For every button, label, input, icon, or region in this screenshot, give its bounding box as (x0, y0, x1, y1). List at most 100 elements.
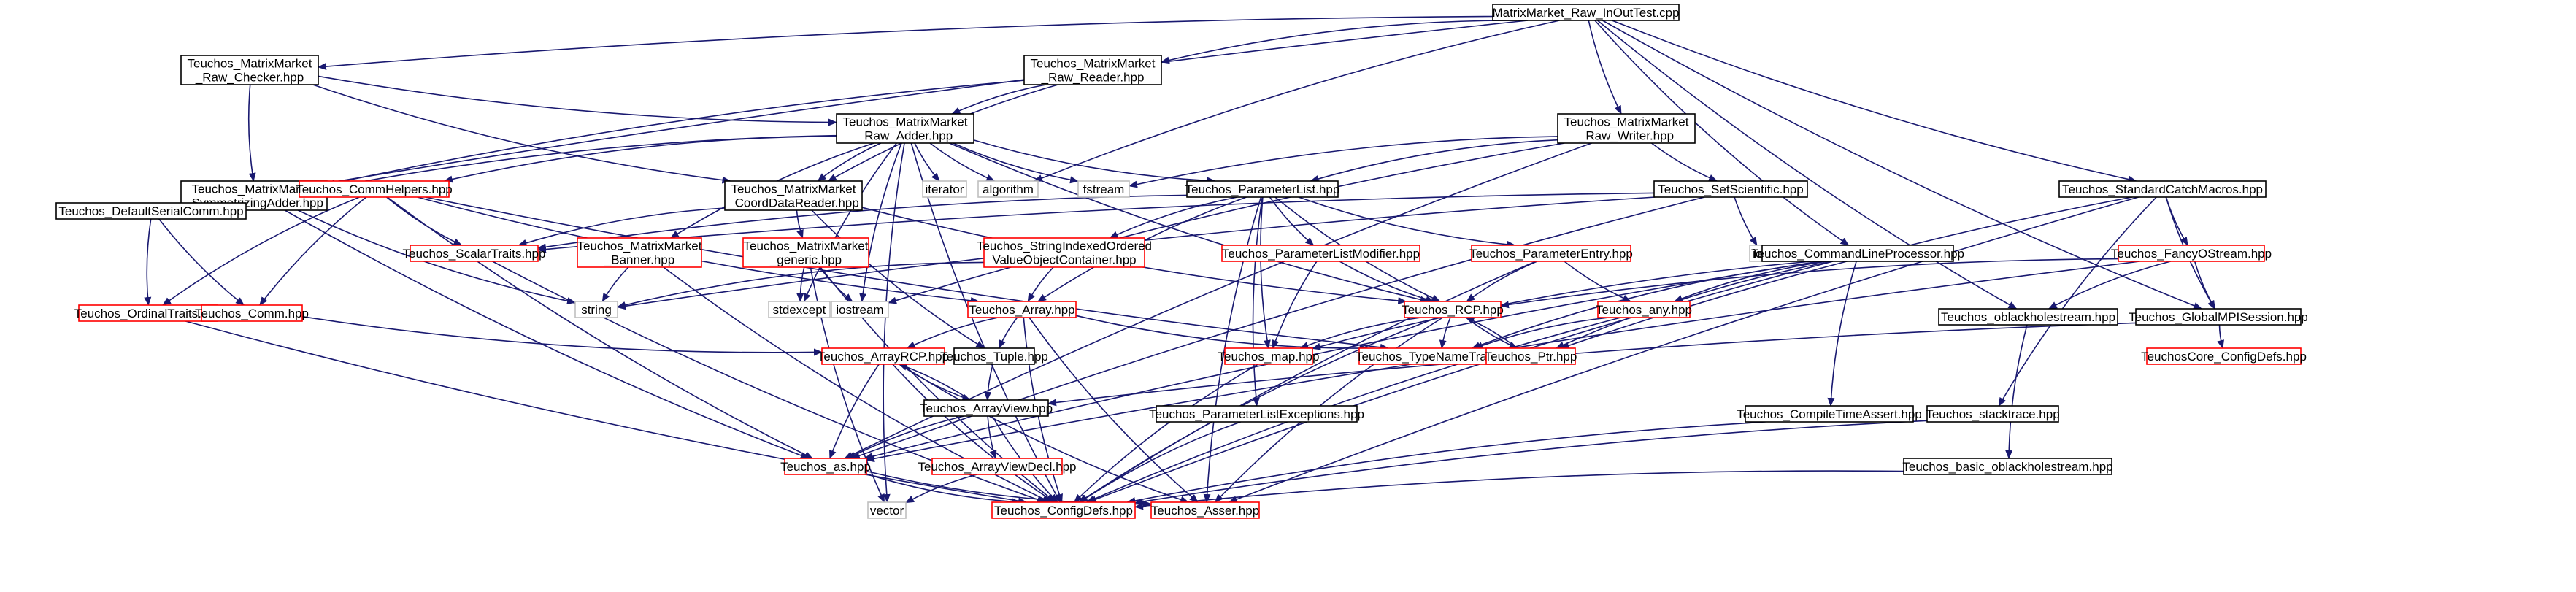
node-fancy[interactable]: Teuchos_FancyOStream.hpp (2111, 245, 2272, 262)
node-label-algorithm: algorithm (983, 182, 1034, 196)
node-plmod[interactable]: Teuchos_ParameterListModifier.hpp (1221, 245, 1420, 262)
node-box-stdexcept (768, 301, 831, 318)
node-label-stack: Teuchos_stacktrace.hpp (1926, 407, 2059, 421)
edge-adder-to-iostream (859, 142, 902, 302)
node-assert[interactable]: Teuchos_Asser.hpp (1150, 501, 1260, 519)
edge-writer-to-setsci (1651, 142, 1718, 182)
node-box-cfg (991, 501, 1136, 519)
node-label-adder: Teuchos_MatrixMarket (842, 115, 967, 129)
edge-banner-to-string (601, 266, 629, 302)
node-coord[interactable]: Teuchos_MatrixMarket_CoordDataReader.hpp (724, 180, 863, 211)
edge-gmpi-to-aview (1047, 322, 2137, 407)
node-map[interactable]: Teuchos_map.hpp (1218, 347, 1320, 365)
node-aview[interactable]: Teuchos_ArrayView.hpp (920, 399, 1053, 417)
edge-checker-to-symm (247, 84, 256, 182)
node-box-aview (923, 399, 1049, 417)
edge-rcp-to-assert (1214, 317, 1443, 503)
edge-catch-to-assert (1228, 196, 2139, 503)
edge-commhelp-to-as (386, 196, 813, 459)
node-label-tuple: Teuchos_Tuple.hpp (940, 350, 1048, 364)
edge-stack-to-cfg (1134, 420, 1928, 506)
node-any[interactable]: Teuchos_any.hpp (1596, 301, 1692, 318)
node-box-iostream (831, 301, 889, 318)
node-rcp[interactable]: Teuchos_RCP.hpp (1402, 301, 1504, 318)
node-bob[interactable]: Teuchos_basic_oblackholestream.hpp (1902, 458, 2113, 475)
node-label-setsci: Teuchos_SetScientific.hpp (1658, 182, 1803, 196)
edge-rcp-to-map (1299, 317, 1421, 349)
node-ptr[interactable]: Teuchos_Ptr.hpp (1485, 347, 1577, 365)
edge-array-to-assert (1029, 317, 1199, 503)
node-box-generic (742, 237, 869, 268)
edge-aview-to-arcp (898, 364, 971, 401)
node-as[interactable]: Teuchos_as.hpp (780, 458, 871, 475)
node-tuple[interactable]: Teuchos_Tuple.hpp (940, 347, 1048, 365)
edge-setsci-to-ios (1734, 196, 1758, 246)
node-comm[interactable]: Teuchos_Comm.hpp (195, 304, 309, 322)
edge-adder-to-vector (883, 142, 905, 503)
node-avdecl[interactable]: Teuchos_ArrayViewDecl.hpp (918, 458, 1077, 475)
node-iostream: iostream (831, 301, 889, 318)
node-label-writer: _Raw_Writer.hpp (1578, 129, 1674, 143)
node-stdexcept: stdexcept (768, 301, 831, 318)
node-adder[interactable]: Teuchos_MatrixMarket_Raw_Adder.hpp (836, 113, 974, 144)
node-typename[interactable]: Teuchos_TypeNameTraits.hpp (1356, 347, 1523, 365)
node-generic[interactable]: Teuchos_MatrixMarket_generic.hpp (742, 237, 869, 268)
node-label-plexc: Teuchos_ParameterListExceptions.hpp (1149, 407, 1364, 421)
edge-reader-to-symm (326, 80, 1025, 187)
node-tcfg[interactable]: TeuchosCore_ConfigDefs.hpp (2141, 347, 2307, 365)
node-pentry[interactable]: Teuchos_ParameterEntry.hpp (1469, 245, 1633, 262)
node-plist[interactable]: Teuchos_ParameterList.hpp (1185, 180, 1340, 198)
edge-array-to-arcp (906, 317, 999, 349)
edge-symm-to-as (284, 209, 810, 459)
edge-plmod-to-rcp (1339, 261, 1435, 303)
node-scalar[interactable]: Teuchos_ScalarTraits.hpp (403, 245, 546, 262)
node-box-oblack (1938, 308, 2118, 326)
node-gmpi[interactable]: Teuchos_GlobalMPISession.hpp (2129, 308, 2308, 326)
edge-ordinal-to-cfg (185, 320, 1027, 505)
node-box-comm (201, 304, 303, 322)
node-stack[interactable]: Teuchos_stacktrace.hpp (1926, 405, 2060, 423)
node-oblack[interactable]: Teuchos_oblackholestream.hpp (1938, 308, 2118, 326)
node-label-iostream: iostream (836, 303, 883, 317)
node-checker[interactable]: Teuchos_MatrixMarket_Raw_Checker.hpp (180, 55, 319, 85)
node-label-coord: _CoordDataReader.hpp (727, 196, 859, 210)
edge-checker-to-adder (318, 75, 837, 126)
node-box-defcomm (55, 202, 247, 220)
edge-root-to-writer (1588, 20, 1622, 115)
edge-adder-to-rcp (949, 142, 1429, 304)
node-cfg[interactable]: Teuchos_ConfigDefs.hpp (991, 501, 1136, 519)
node-string: string (574, 301, 618, 318)
node-label-writer: Teuchos_MatrixMarket (1564, 115, 1688, 129)
node-label-any: Teuchos_any.hpp (1596, 303, 1692, 317)
edge-clp-to-cfg (1088, 261, 1834, 503)
node-writer[interactable]: Teuchos_MatrixMarket_Raw_Writer.hpp (1557, 113, 1696, 144)
edge-adder-to-plist (973, 139, 1216, 185)
node-defcomm[interactable]: Teuchos_DefaultSerialComm.hpp (55, 202, 247, 220)
node-root[interactable]: MatrixMarket_Raw_InOutTest.cpp (1492, 4, 1680, 21)
edge-plist-to-pentry (1298, 196, 1516, 248)
node-ordinal[interactable]: Teuchos_OrdinalTraits.hpp (74, 304, 223, 322)
edge-plist-to-sioc (1109, 196, 1238, 239)
node-array[interactable]: Teuchos_Array.hpp (967, 301, 1077, 318)
edge-adder-to-fstream (953, 142, 1079, 184)
node-clp[interactable]: Teuchos_CommandLineProcessor.hpp (1751, 245, 1964, 262)
edge-root-to-algorithm (1034, 20, 1560, 182)
node-label-stdexcept: stdexcept (773, 303, 826, 317)
edge-any-to-cfg (1085, 317, 1621, 503)
node-commhelp[interactable]: Teuchos_CommHelpers.hpp (296, 180, 453, 198)
node-label-defcomm: Teuchos_DefaultSerialComm.hpp (58, 204, 243, 218)
node-plexc[interactable]: Teuchos_ParameterListExceptions.hpp (1149, 405, 1364, 423)
node-catch[interactable]: Teuchos_StandardCatchMacros.hpp (2058, 180, 2267, 198)
node-label-coord: Teuchos_MatrixMarket (731, 182, 856, 196)
node-sioc[interactable]: Teuchos_StringIndexedOrderedValueObjectC… (977, 237, 1152, 268)
node-cta[interactable]: Teuchos_CompileTimeAssert.hpp (1737, 405, 1922, 423)
edge-avdecl-to-vector (905, 474, 977, 504)
edge-clp-to-cta (1827, 261, 1857, 407)
node-label-ptr: Teuchos_Ptr.hpp (1485, 350, 1577, 364)
node-setsci[interactable]: Teuchos_SetScientific.hpp (1653, 180, 1808, 198)
node-reader[interactable]: Teuchos_MatrixMarket_Raw_Reader.hpp (1023, 55, 1162, 85)
node-arcp[interactable]: Teuchos_ArrayRCP.hpp (818, 347, 949, 365)
node-banner[interactable]: Teuchos_MatrixMarket_Banner.hpp (577, 237, 702, 268)
edge-rcp-to-cfg (1078, 317, 1437, 503)
node-label-gmpi: Teuchos_GlobalMPISession.hpp (2129, 310, 2308, 324)
